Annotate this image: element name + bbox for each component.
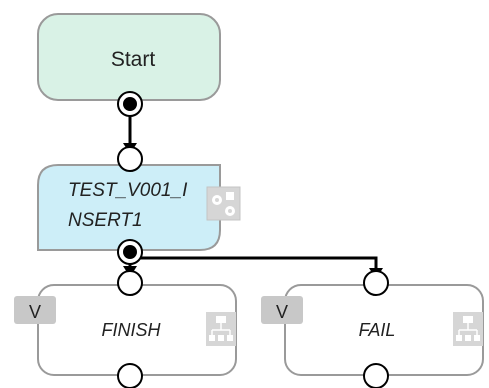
hierarchy-icon bbox=[206, 312, 236, 346]
finish-node-label: FINISH bbox=[101, 320, 161, 340]
insert-node-label-line1: TEST_V001_I bbox=[68, 180, 188, 201]
finish-version-badge-label: V bbox=[29, 302, 41, 322]
fail-version-badge-label: V bbox=[276, 302, 288, 322]
insert-output-port-dot bbox=[123, 245, 137, 259]
hierarchy-icon bbox=[453, 312, 483, 346]
start-output-port-dot bbox=[123, 97, 137, 111]
start-node[interactable]: Start bbox=[37, 13, 221, 101]
fail-node-label: FAIL bbox=[359, 320, 396, 340]
connector-insert-fail bbox=[130, 256, 378, 272]
finish-node[interactable]: V FINISH bbox=[14, 284, 237, 376]
finish-version-badge bbox=[14, 296, 56, 324]
insert-node-label-line2: NSERT1 bbox=[68, 210, 143, 231]
fail-node[interactable]: V FAIL bbox=[261, 284, 484, 376]
gears-icon bbox=[206, 186, 241, 221]
insert-input-port[interactable] bbox=[117, 146, 143, 172]
insert-node-box[interactable] bbox=[37, 164, 221, 251]
fail-version-badge bbox=[261, 296, 303, 324]
finish-input-port[interactable] bbox=[117, 270, 143, 296]
insert-node[interactable]: TEST_V001_I NSERT1 bbox=[37, 164, 241, 251]
finish-output-port[interactable] bbox=[117, 363, 143, 388]
fail-input-port[interactable] bbox=[363, 270, 389, 296]
start-node-label: Start bbox=[111, 48, 156, 71]
fail-output-port[interactable] bbox=[363, 363, 389, 388]
